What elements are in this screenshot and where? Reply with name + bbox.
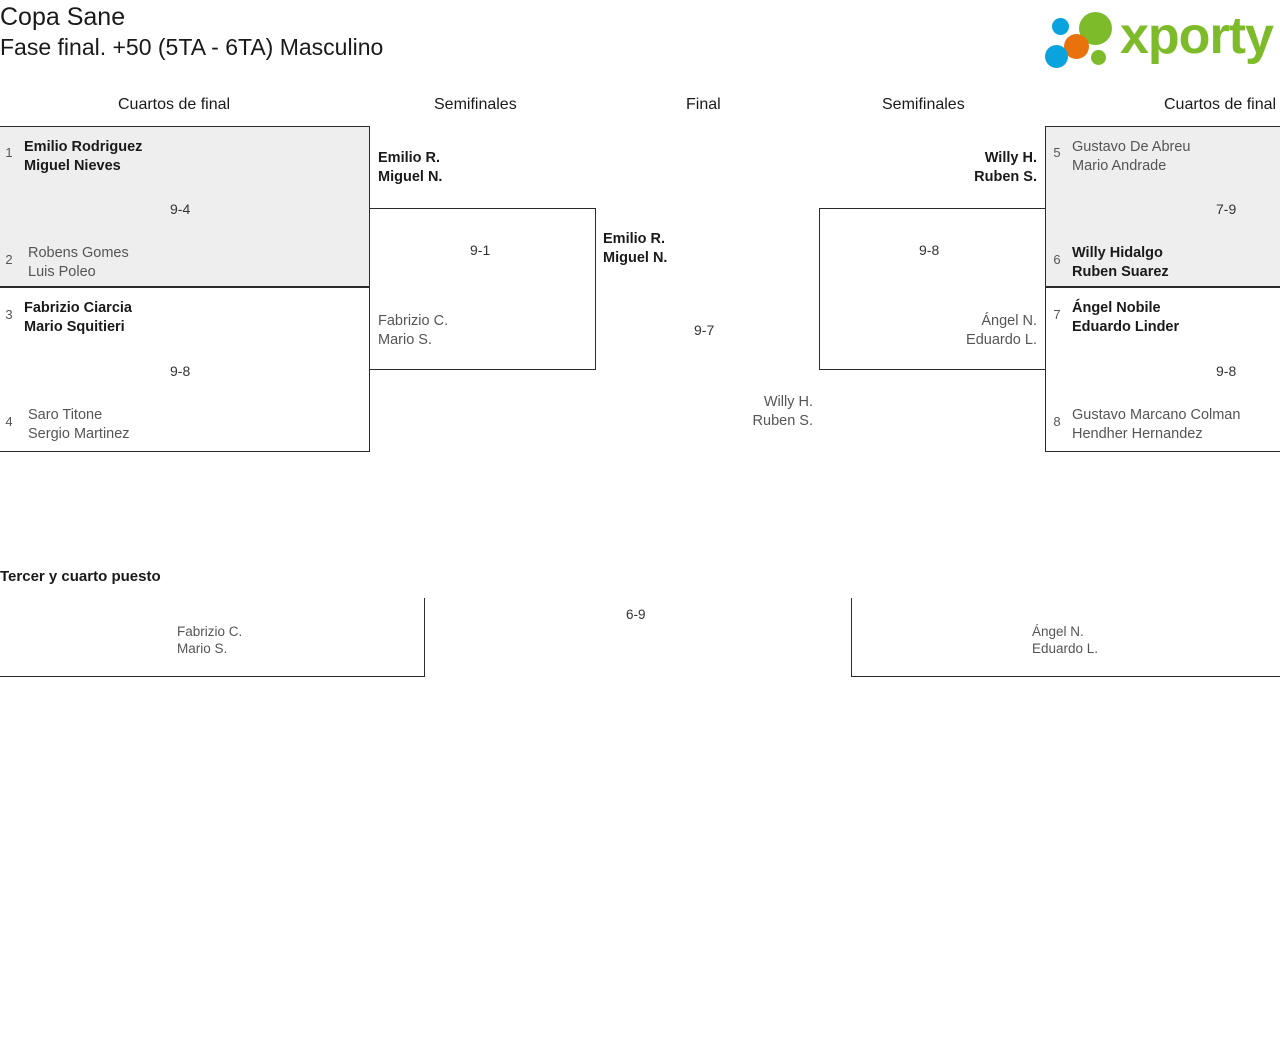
team-final-top-player1: Emilio R. — [603, 231, 666, 247]
team-sf-right-top-player2: Ruben S. — [974, 169, 1037, 185]
team-qf1-top-player1: Emilio Rodriguez — [24, 139, 143, 155]
score-qf3: 7-9 — [1216, 201, 1237, 217]
team-third-right-player2: Eduardo L. — [1032, 641, 1099, 656]
team-qf3-top-player1: Gustavo De Abreu — [1072, 139, 1191, 155]
team-qf1-bottom-player2: Luis Poleo — [28, 264, 96, 280]
score-qf1: 9-4 — [170, 201, 191, 217]
logo-dot-blue-small — [1052, 18, 1069, 35]
team-sf-right-bottom-player2: Eduardo L. — [966, 332, 1037, 348]
match-box-qf1-right[interactable] — [1045, 126, 1280, 287]
team-final-bottom-player1: Willy H. — [763, 394, 813, 410]
team-final-bottom-player2: Ruben S. — [752, 413, 813, 429]
round-header-left-semis: Semifinales — [434, 96, 517, 113]
team-third-left-player2: Mario S. — [177, 641, 228, 656]
match-box-qf1-left[interactable] — [0, 126, 370, 287]
team-qf4-top-player2: Eduardo Linder — [1072, 319, 1180, 335]
match-box-third-place-right[interactable] — [851, 598, 1280, 677]
team-qf2-bottom-player2: Sergio Martinez — [28, 426, 130, 442]
team-qf4-bottom-player1: Gustavo Marcano Colman — [1072, 407, 1241, 423]
team-sf-right-bottom-player1: Ángel N. — [981, 313, 1037, 329]
team-third-right-player1: Ángel N. — [1032, 624, 1084, 639]
seed-number-7: 7 — [1053, 307, 1061, 322]
team-sf-left-top-player2: Miguel N. — [378, 169, 443, 185]
team-qf3-top-player2: Mario Andrade — [1072, 158, 1167, 174]
round-header-right-semis: Semifinales — [882, 96, 965, 113]
match-box-semifinal-left[interactable] — [369, 208, 596, 370]
score-qf4: 9-8 — [1216, 363, 1237, 379]
logo-dots-icon — [1042, 12, 1130, 68]
score-third-place: 6-9 — [626, 607, 646, 622]
team-sf-right-top-player1: Willy H. — [984, 150, 1037, 166]
seed-number-2: 2 — [5, 252, 13, 267]
seed-number-4: 4 — [5, 414, 13, 429]
tournament-name: Copa Sane — [0, 3, 126, 31]
team-qf2-top-player2: Mario Squitieri — [24, 319, 125, 335]
team-qf2-top-player1: Fabrizio Ciarcia — [24, 300, 132, 316]
team-qf4-top-player1: Ángel Nobile — [1072, 300, 1161, 316]
team-final-top-player2: Miguel N. — [603, 250, 668, 266]
logo-dot-green-small — [1091, 50, 1106, 65]
logo-dot-orange — [1064, 34, 1089, 59]
team-sf-left-top-player1: Emilio R. — [378, 150, 441, 166]
score-qf2: 9-8 — [170, 363, 191, 379]
team-qf4-bottom-player2: Hendher Hernandez — [1072, 426, 1203, 442]
seed-number-8: 8 — [1053, 414, 1061, 429]
team-sf-left-bottom-player2: Mario S. — [378, 332, 432, 348]
seed-number-1: 1 — [5, 145, 13, 160]
seed-number-3: 3 — [5, 307, 13, 322]
logo-dot-blue-large — [1045, 45, 1068, 68]
team-qf3-bottom-player2: Ruben Suarez — [1072, 264, 1169, 280]
xporty-logo[interactable]: xporty — [1042, 7, 1274, 68]
score-semifinal-right: 9-8 — [919, 242, 940, 258]
team-qf3-bottom-player1: Willy Hidalgo — [1072, 245, 1163, 261]
team-sf-left-bottom-player1: Fabrizio C. — [378, 313, 449, 329]
team-qf1-top-player2: Miguel Nieves — [24, 158, 121, 174]
seed-number-6: 6 — [1053, 252, 1061, 267]
team-third-left-player1: Fabrizio C. — [177, 624, 243, 639]
score-final: 9-7 — [694, 322, 715, 338]
seed-number-5: 5 — [1053, 145, 1061, 160]
match-box-qf2-right[interactable] — [1045, 287, 1280, 452]
match-box-third-place-left[interactable] — [0, 598, 425, 677]
score-semifinal-left: 9-1 — [470, 242, 491, 258]
round-header-right-quarters: Cuartos de final — [1164, 96, 1277, 113]
team-qf1-bottom-player1: Robens Gomes — [28, 245, 129, 261]
team-qf2-bottom-player1: Saro Titone — [28, 407, 103, 423]
third-place-title: Tercer y cuarto puesto — [0, 568, 161, 585]
tournament-phase: Fase final. +50 (5TA - 6TA) Masculino — [0, 34, 384, 60]
page-title: Copa Sane Fase final. +50 (5TA - 6TA) Ma… — [0, 2, 383, 63]
round-header-final: Final — [686, 96, 721, 113]
logo-wordmark: xporty — [1120, 7, 1274, 65]
round-header-left-quarters: Cuartos de final — [118, 96, 231, 113]
